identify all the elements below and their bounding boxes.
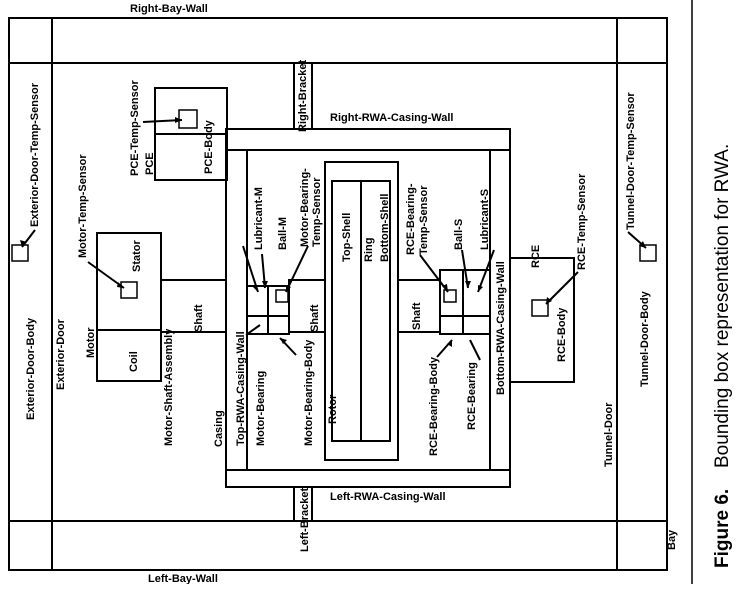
arrowhead [252, 285, 258, 292]
lubricant-m-label: Lubricant-M [253, 187, 265, 250]
motor-bearing-temp-sensor-leader [285, 245, 309, 293]
motor-shaft-assembly-box [160, 279, 227, 333]
motor-temp-sensor-label: Motor-Temp-Sensor [77, 154, 89, 258]
right-bay-wall-label: Right-Bay-Wall [130, 3, 208, 15]
rotor-label: Rotor [327, 394, 339, 424]
pce-temp-sensor-box [178, 109, 198, 129]
arrowhead [478, 285, 483, 292]
pce-temp-sensor-label: PCE-Temp-Sensor [129, 80, 141, 176]
rce-bearing-temp-sensor-label-2: Temp-Sensor [418, 185, 430, 255]
rce-temp-sensor-box [531, 299, 549, 317]
motor-bearing-leader [245, 324, 261, 336]
rce-body-label: RCE-Body [556, 307, 568, 362]
lubricant-m-leader [242, 245, 259, 293]
rce-bearing-temp-sensor-label-1: RCE-Bearing- [405, 183, 417, 255]
shaft-label-motor: Shaft [193, 304, 205, 332]
stator-label: Stator [131, 240, 143, 273]
arrowhead [262, 281, 268, 288]
tunnel-door-temp-sensor-box [639, 244, 657, 262]
ring-label: Ring [363, 238, 375, 262]
left-bay-wall-label: Left-Bay-Wall [148, 573, 218, 584]
top-shell-label: Top-Shell [341, 213, 353, 262]
rce-temp-sensor-leader [545, 271, 579, 305]
tunnel-door-temp-sensor-label: Tunnel-Door-Temp-Sensor [625, 92, 637, 230]
motor-label: Motor [85, 327, 97, 358]
casing-label: Casing [213, 410, 225, 447]
motor-bearing-body-label: Motor-Bearing-Body [303, 339, 315, 446]
ball-m-label: Ball-M [277, 217, 289, 250]
rce-bearing-temp-sensor-box [443, 289, 457, 303]
motor-shaft-assembly-label: Motor-Shaft-Assembly [163, 328, 175, 446]
exterior-door-temp-sensor-label: Exterior-Door-Temp-Sensor [29, 82, 41, 227]
arrowhead [20, 240, 27, 247]
bottom-shell-label: Bottom-Shell [379, 194, 391, 262]
pce-body-label: PCE-Body [203, 119, 215, 174]
pce-label: PCE [144, 152, 156, 175]
motor-temp-sensor-box [120, 281, 138, 299]
right-rwa-casing-wall-label: Right-RWA-Casing-Wall [330, 112, 453, 124]
arrowhead [639, 241, 646, 248]
lubricant-s-leader [477, 249, 495, 293]
lubricant-s-label: Lubricant-S [479, 189, 491, 250]
exterior-door-temp-sensor-box [11, 244, 29, 262]
tunnel-door-body-label: Tunnel-Door-Body [639, 290, 651, 387]
rce-bearing-leader [469, 339, 481, 361]
rce-label: RCE [530, 245, 542, 268]
bay-label: Bay [666, 529, 678, 550]
figure-caption: Figure 6. Bounding box representation fo… [712, 144, 733, 568]
shaft-label-rce: Shaft [411, 302, 423, 330]
arrowhead [465, 281, 471, 288]
motor-bearing-temp-sensor-label-2: Temp-Sensor [311, 177, 323, 247]
figure-number: Figure 6. [712, 489, 733, 568]
exterior-door-label: Exterior-Door [55, 318, 67, 390]
arrowhead [280, 338, 287, 344]
left-bracket-label: Left-Bracket [299, 487, 311, 552]
arrowhead [447, 340, 452, 347]
rce-bearing-body-label: RCE-Bearing-Body [428, 356, 440, 456]
arrowhead [442, 284, 448, 292]
shaft-label-rotor-motor: Shaft [309, 304, 321, 332]
rce-box [509, 257, 575, 383]
arrowheads [20, 117, 646, 347]
right-bracket-label: Right-Bracket [297, 60, 309, 132]
arrowhead [175, 117, 182, 123]
leader-lines [21, 119, 647, 361]
arrowhead [117, 282, 124, 288]
motor-bearing-label: Motor-Bearing [255, 371, 267, 446]
arrowhead [546, 297, 552, 304]
left-rwa-casing-wall-label: Left-RWA-Casing-Wall [330, 491, 446, 503]
coil-label: Coil [128, 351, 140, 372]
rce-temp-sensor-label: RCE-Temp-Sensor [576, 173, 588, 270]
tunnel-door-label: Tunnel-Door [603, 402, 615, 467]
motor-bearing-temp-sensor-label-1: Motor-Bearing- [299, 168, 311, 247]
exterior-door-body-label: Exterior-Door-Body [25, 317, 37, 420]
figure-caption-text: Bounding box representation for RWA. [712, 144, 733, 468]
vertical-labels: Exterior-Door-Temp-Sensor Exterior-Door-… [25, 60, 678, 552]
rce-bearing-label: RCE-Bearing [466, 362, 478, 430]
bottom-rwa-casing-wall-label: Bottom-RWA-Casing-Wall [495, 261, 507, 395]
bay-box [8, 17, 668, 571]
ball-s-label: Ball-S [453, 219, 465, 250]
top-rwa-casing-wall-label: Top-RWA-Casing-Wall [235, 331, 247, 446]
arrowhead [286, 285, 291, 292]
